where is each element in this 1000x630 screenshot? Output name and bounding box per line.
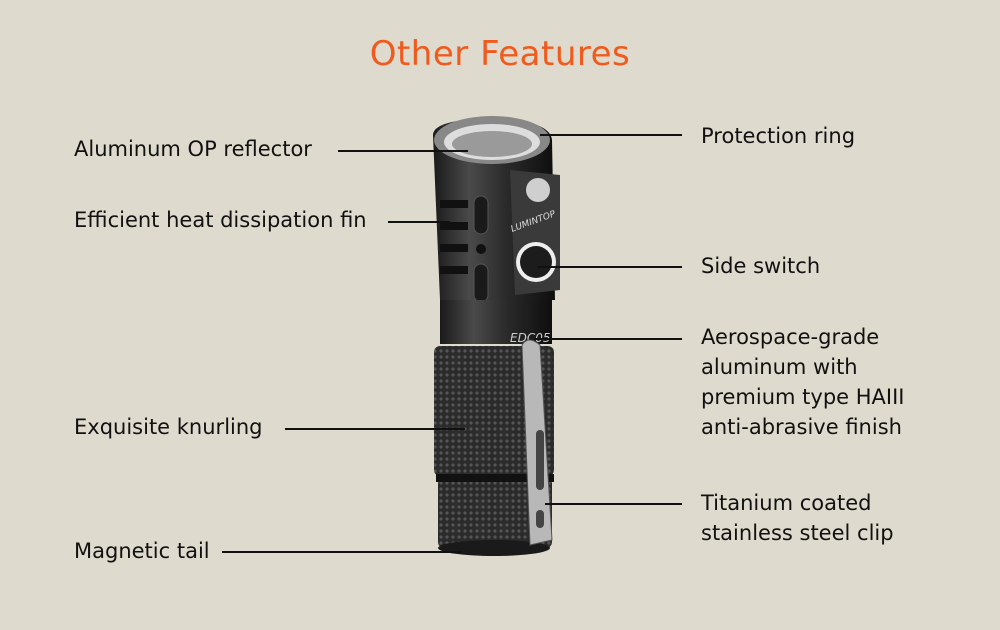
- callout-heat-fin: Efficient heat dissipation fin: [74, 208, 367, 232]
- callout-text-line: aluminum with: [701, 355, 858, 379]
- callout-line: [545, 503, 682, 505]
- callout-text-line: Aerospace-grade: [701, 325, 880, 349]
- callout-clip: Titanium coated stainless steel clip: [701, 488, 894, 548]
- callout-side-switch: Side switch: [701, 254, 821, 278]
- page-title: Other Features: [369, 34, 631, 74]
- callout-line: [388, 221, 450, 223]
- callout-knurling: Exquisite knurling: [74, 415, 263, 439]
- callout-reflector: Aluminum OP reflector: [74, 137, 312, 161]
- model-label: EDC05: [510, 331, 550, 345]
- callout-line: [537, 266, 682, 268]
- callout-text-line: Titanium coated: [701, 491, 872, 515]
- callout-protection-ring: Protection ring: [701, 124, 856, 148]
- callout-text-line: stainless steel clip: [701, 521, 894, 545]
- callout-line: [285, 428, 465, 430]
- callout-text-line: premium type HAIII: [701, 385, 905, 409]
- callout-magnetic-tail: Magnetic tail: [74, 539, 210, 563]
- callout-line: [534, 338, 682, 340]
- callout-aluminum-finish: Aerospace-grade aluminum with premium ty…: [701, 322, 904, 442]
- callout-line: [222, 551, 462, 553]
- callout-line: [338, 150, 468, 152]
- callout-text-line: anti-abrasive finish: [701, 415, 902, 439]
- callout-line: [540, 134, 682, 136]
